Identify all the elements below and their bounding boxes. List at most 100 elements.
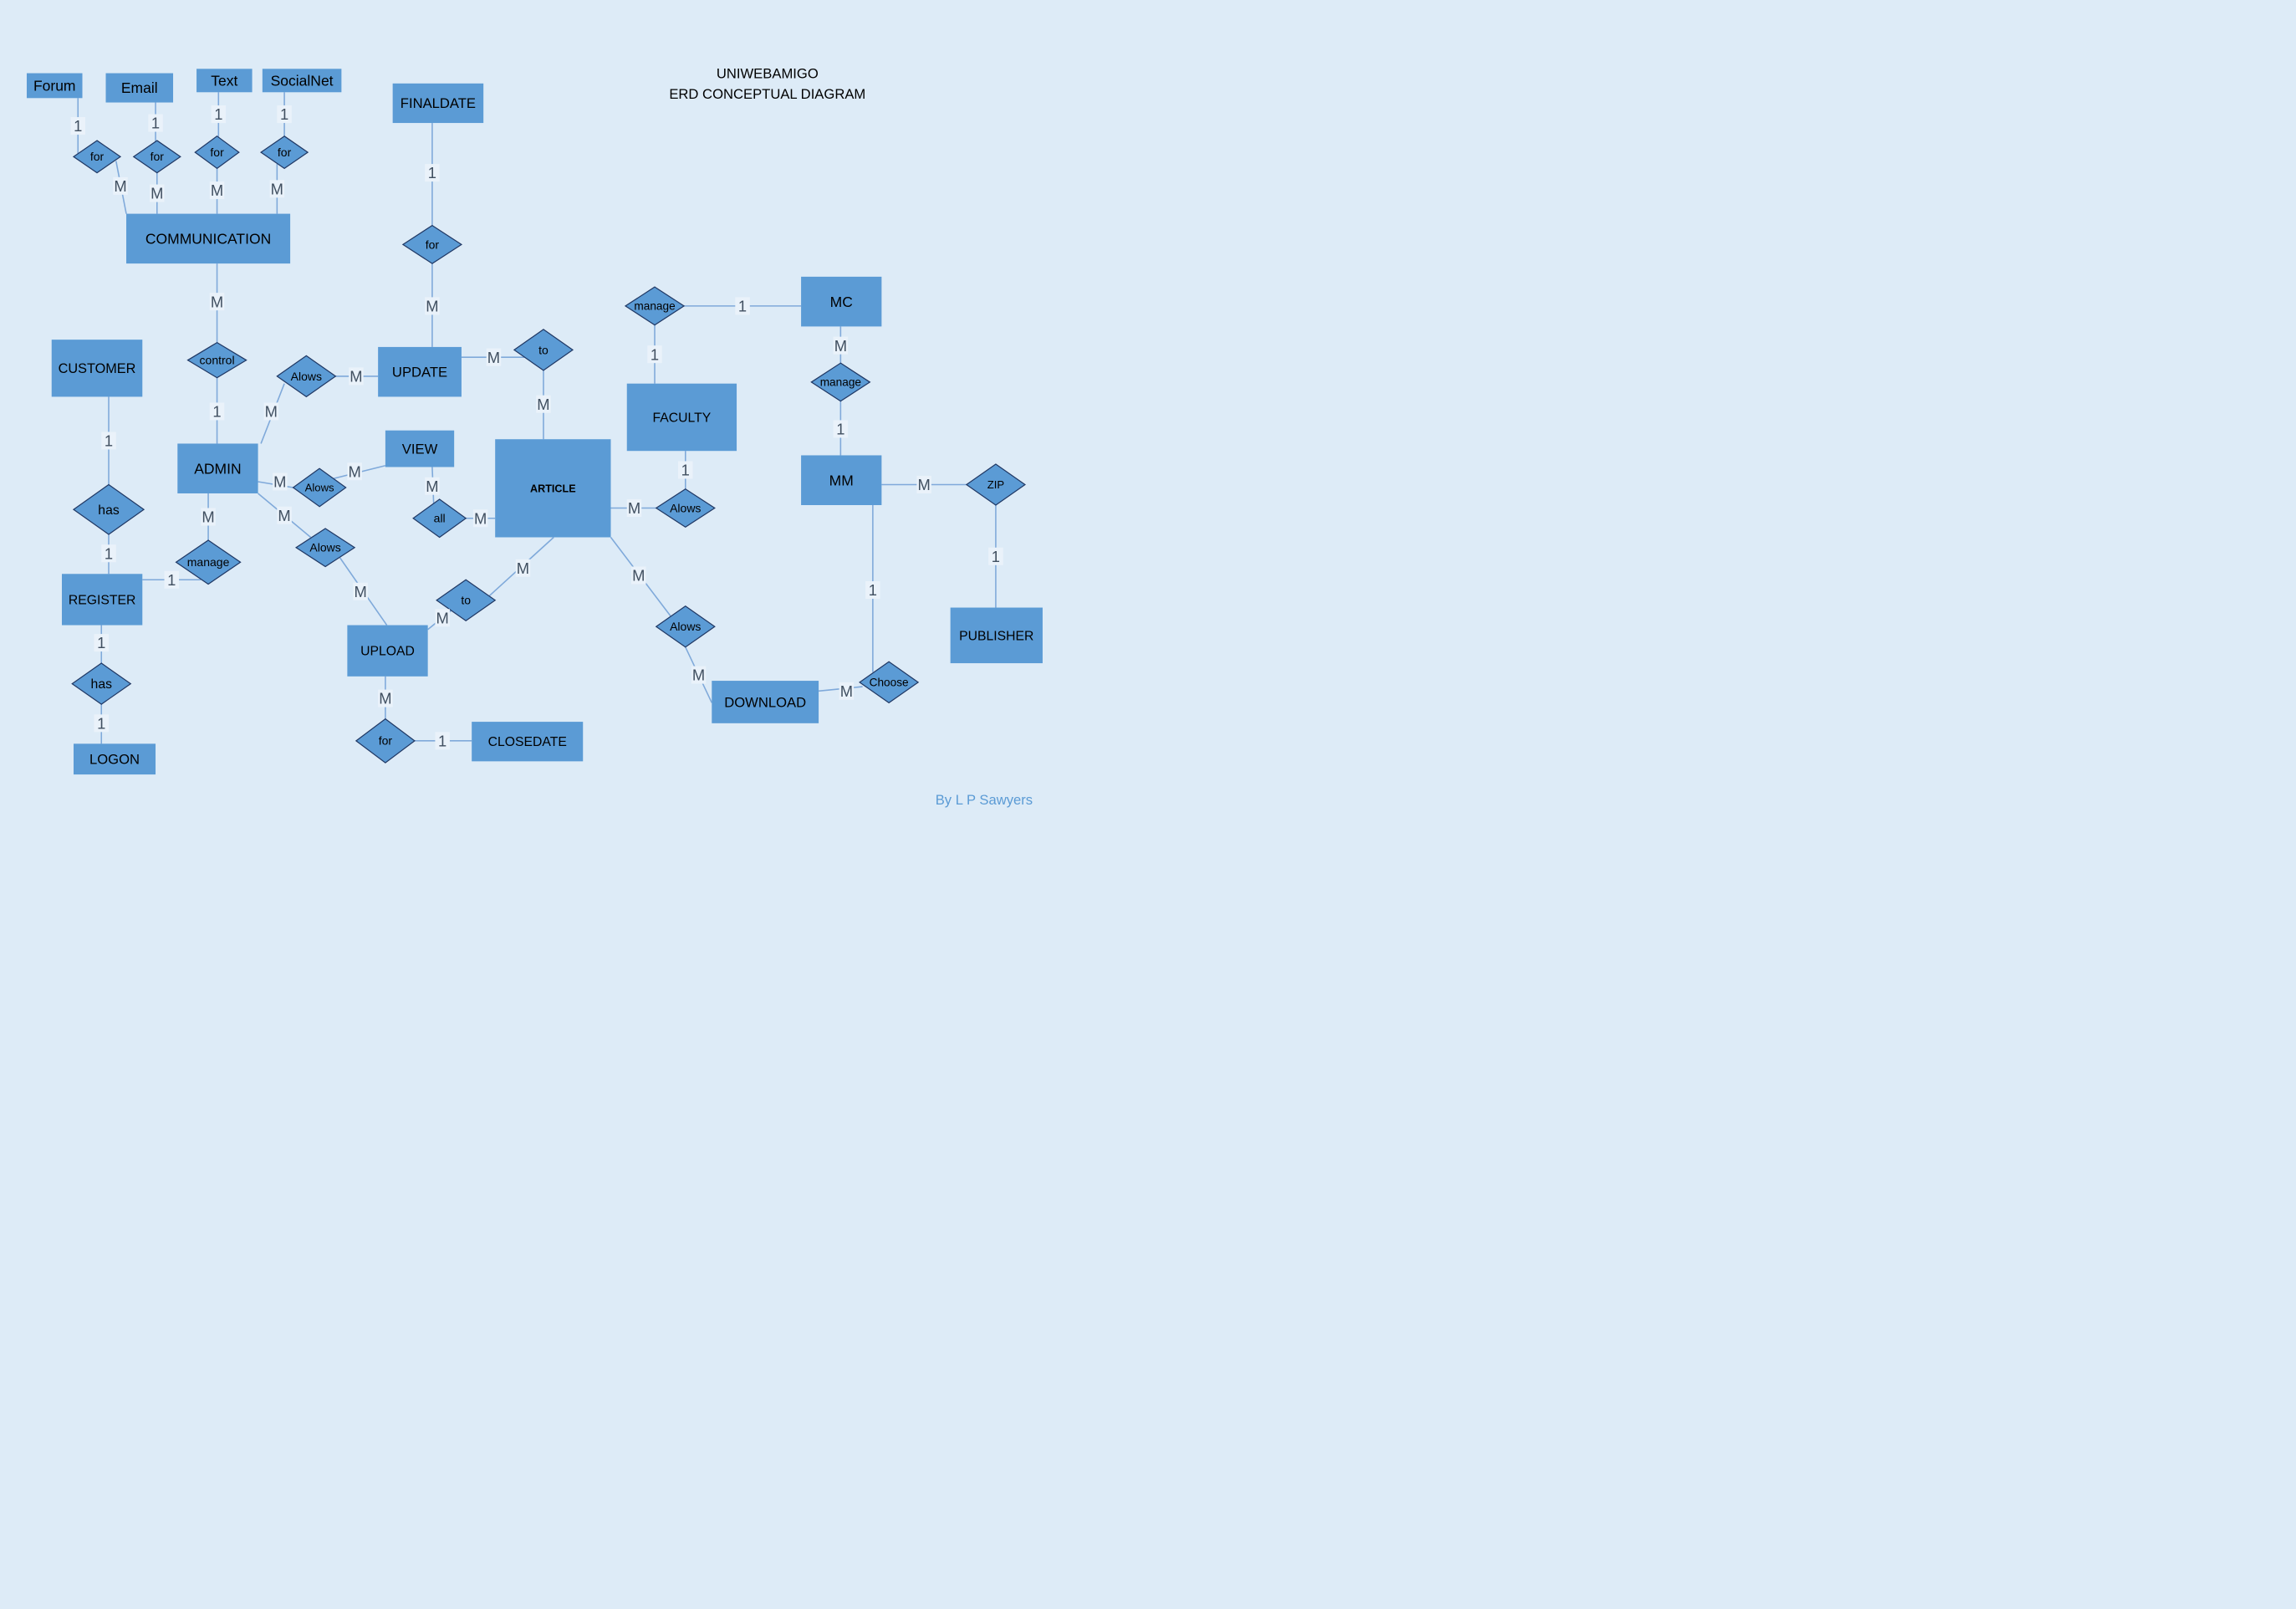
entity-socialnet-label: SocialNet xyxy=(271,72,334,89)
cardinality-label: M xyxy=(840,682,853,700)
entity-communication: COMMUNICATION xyxy=(126,213,291,264)
entity-forum: Forum xyxy=(26,73,83,99)
entity-customer-label: CUSTOMER xyxy=(59,361,136,376)
cardinality-label-background xyxy=(916,475,931,493)
relationship-for-finaldate: for xyxy=(401,224,463,264)
entity-admin-box xyxy=(177,443,258,493)
entity-finaldate: FINALDATE xyxy=(392,83,484,124)
cardinality-label-background xyxy=(647,345,662,364)
relationship-for-text: for xyxy=(194,135,240,170)
entity-forum-box xyxy=(26,73,83,99)
cardinality-label: 1 xyxy=(869,581,877,599)
relationship-choose: Choose xyxy=(859,661,920,704)
cardinality-mm-to-zip: M xyxy=(916,475,931,493)
cardinality-label-background xyxy=(988,547,1003,565)
entity-communication-label: COMMUNICATION xyxy=(145,230,271,247)
cardinality-label: M xyxy=(151,185,163,202)
relationship-alows-view-diamond xyxy=(292,467,347,508)
relationship-alows-update-label: Alows xyxy=(291,370,322,383)
cardinality-label-background xyxy=(631,566,646,585)
entity-closedate-box xyxy=(472,722,584,762)
entity-update-label: UPDATE xyxy=(392,364,447,380)
entity-register-label: REGISTER xyxy=(69,593,136,607)
cardinality-label: M xyxy=(271,180,283,197)
relationship-zip: ZIP xyxy=(965,463,1027,506)
entity-view-label: VIEW xyxy=(402,441,438,457)
cardinality-label-background xyxy=(94,634,110,652)
cardinality-text-to-for-text: 1 xyxy=(211,105,227,124)
cardinality-label-background xyxy=(626,498,642,517)
relationship-for-email-label: for xyxy=(151,150,165,163)
cardinality-label: M xyxy=(517,559,529,577)
cardinality-label-background xyxy=(425,164,440,182)
relationship-has-logon-label: has xyxy=(91,677,113,692)
relationship-all-article-label: all xyxy=(434,512,446,525)
entity-mm: MM xyxy=(801,455,882,505)
cardinality-label: M xyxy=(692,667,705,684)
relationship-for-forum-diamond xyxy=(72,140,122,174)
entity-faculty-box xyxy=(626,383,737,452)
cardinality-label-background xyxy=(94,714,110,733)
relationship-has-register-diamond xyxy=(72,483,145,535)
relationship-to-article: to xyxy=(513,329,574,371)
cardinality-label: M xyxy=(426,478,438,495)
cardinality-label-background xyxy=(70,117,86,135)
cardinality-label-background xyxy=(277,506,292,524)
relationship-alows-download: Alows xyxy=(655,605,716,648)
relationship-choose-diamond xyxy=(859,661,920,704)
relationship-control-label: control xyxy=(200,354,235,367)
cardinality-label-background xyxy=(263,402,279,421)
cardinality-label: M xyxy=(632,567,645,585)
relationship-to-upload-label: to xyxy=(461,594,471,607)
relationship-alows-upload-diamond xyxy=(294,528,356,568)
relationship-control: control xyxy=(186,341,247,379)
relationship-manage-mm-diamond xyxy=(810,362,871,402)
cardinality-label-background xyxy=(209,181,225,200)
entity-admin-label: ADMIN xyxy=(194,460,241,477)
relationship-manage-faculty: manage xyxy=(624,286,686,326)
cardinality-manage-faculty-to-faculty: 1 xyxy=(647,345,662,363)
entity-publisher-box xyxy=(950,607,1043,664)
cardinality-customer-to-has-register: 1 xyxy=(101,432,116,450)
cardinality-label: 1 xyxy=(151,115,160,132)
entity-email: Email xyxy=(105,73,174,103)
cardinality-download-to-choose: M xyxy=(839,682,855,700)
relationship-for-text-label: for xyxy=(210,146,224,159)
cardinality-label-background xyxy=(378,689,393,707)
cardinality-label-background xyxy=(472,509,488,528)
cardinality-view-to-all-article: M xyxy=(425,477,440,495)
relationship-for-text-diamond xyxy=(194,135,240,170)
cardinality-label: 1 xyxy=(651,345,659,363)
entity-publisher: PUBLISHER xyxy=(950,607,1043,664)
entity-mm-box xyxy=(801,455,882,505)
cardinality-label: M xyxy=(211,181,223,199)
cardinality-label-background xyxy=(209,293,225,311)
relationship-alows-download-diamond xyxy=(655,605,716,648)
diagram-title: UNIWEBAMIGO xyxy=(717,66,819,82)
cardinality-admin-to-alows-upload: M xyxy=(277,506,292,524)
cardinality-label: M xyxy=(537,396,549,413)
cardinality-label: 1 xyxy=(428,164,436,181)
cardinality-label-background xyxy=(425,477,440,495)
relationship-alows-view: Alows xyxy=(292,467,347,508)
relationship-for-closedate: for xyxy=(355,718,416,764)
relationship-manage-register-label: manage xyxy=(187,555,230,569)
cardinality-label: M xyxy=(628,499,640,517)
relationship-manage-mm: manage xyxy=(810,362,871,402)
relationship-zip-label: ZIP xyxy=(987,478,1005,491)
cardinality-label-background xyxy=(273,472,288,491)
entity-update: UPDATE xyxy=(378,346,462,397)
relationship-for-socialnet-diamond xyxy=(260,135,309,170)
cardinality-label: 1 xyxy=(438,732,446,749)
relationship-for-closedate-diamond xyxy=(355,718,416,764)
cardinality-email-to-for-email: 1 xyxy=(148,114,163,132)
cardinality-control-to-admin: 1 xyxy=(209,402,225,421)
cardinality-label-background xyxy=(735,297,750,315)
cardinality-label-background xyxy=(211,105,227,124)
cardinality-label: M xyxy=(278,507,290,524)
entity-mm-label: MM xyxy=(829,472,854,488)
cardinality-mc-to-manage-mm: M xyxy=(833,336,849,355)
relationship-has-logon-diamond xyxy=(71,662,132,705)
